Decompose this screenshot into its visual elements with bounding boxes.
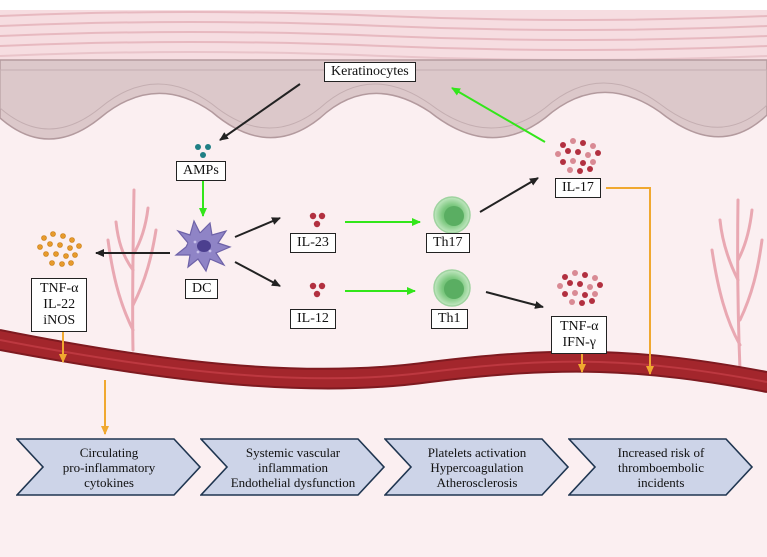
th17-cell-icon [433,196,471,234]
outcome-text: Systemic vascular [245,445,341,460]
il22-text: IL-22 [43,297,76,312]
il17-cytokine-cluster-icon [555,138,601,174]
outcome-text: incidents [637,475,685,490]
capillary-icon [710,198,764,372]
outcome-text: cytokines [84,475,134,490]
outcome-text: Atherosclerosis [436,475,518,490]
dc-label: DC [185,279,219,299]
dc-to-il23-arrow [234,217,281,238]
keratinocytes-label: Keratinocytes [324,62,416,82]
th1-cytokine-cluster-icon [557,270,603,306]
dc-to-il12-arrow [234,261,281,287]
keratinocytes-to-amps-arrow [219,83,301,141]
il23-cytokine-icon [309,212,326,228]
outcome-text: Increased risk of [617,445,705,460]
cytokine-cluster-icon [37,231,82,267]
outcome-text: Endothelial dysfunction [230,475,356,490]
il12-cytokine-icon [309,282,326,298]
outcome-text: Platelets activation [427,445,527,460]
il17-to-vessel-arrow [606,187,654,375]
outcome-text: inflammation [257,460,329,475]
inos-text: iNOS [43,313,76,328]
th1-cell-icon [433,269,471,307]
th1-cytokines-label: TNF-α IFN-γ [551,316,608,354]
blood-vessel-icon [0,329,767,393]
tnf-alpha-text: TNF-α [560,319,599,334]
outcome-text: Circulating [79,445,139,460]
il17-label: IL-17 [555,178,601,198]
tnf-alpha-text: TNF-α [40,281,79,296]
dendritic-cell-icon [174,219,232,273]
amps-label: AMPs [176,161,226,181]
th17-label: Th17 [426,233,470,253]
capillary-icon [106,188,158,352]
outcome-text: Hypercoagulation [430,460,524,475]
il17-to-keratinocytes-arrow [451,87,546,143]
th1-label: Th1 [431,309,468,329]
amp-cluster-icon [195,144,211,158]
il12-label: IL-12 [290,309,336,329]
dc-cytokines-label: TNF-α IL-22 iNOS [31,278,88,332]
th1-to-cytokines-arrow [485,291,544,309]
ifn-gamma-text: IFN-γ [562,335,596,350]
outcome-text: pro-inflammatory [62,460,156,475]
il23-label: IL-23 [290,233,336,253]
outcome-text: thromboembolic [618,460,704,475]
th17-to-il17-arrow [479,177,539,213]
